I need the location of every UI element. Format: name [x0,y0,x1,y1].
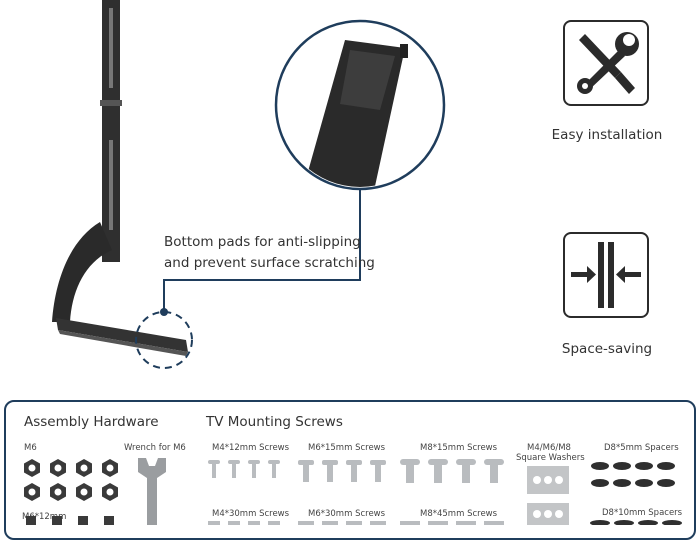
d8x10-label: D8*10mm Spacers [602,508,683,518]
d8x5-spacers [591,462,675,487]
easy-installation-label: Easy installation [551,127,663,143]
d8x5-label: D8*5mm Spacers [604,443,679,453]
screws-row-1 [208,459,504,483]
screws-row-2 [208,521,504,525]
tv-mounting-screws-title: TV Mounting Screws [206,414,343,430]
wrench-label: Wrench for M6 [124,443,186,453]
callout-line-1: Bottom pads for anti-slipping [164,234,361,250]
m6x12-label: M6*12mm [22,512,67,522]
washers-label-2: Square Washers [516,453,585,463]
space-saving-icon [571,242,641,308]
callout-line [163,183,361,312]
stand-bracket [100,0,122,262]
space-saving-tile [563,232,649,318]
callout-dot [160,308,168,316]
easy-installation-tile [563,20,649,106]
wrench-screwdriver-icon [577,32,639,94]
m4x30-label: M4*30mm Screws [212,509,290,519]
m8x15-label: M8*15mm Screws [420,443,498,453]
square-washers [527,466,569,525]
wrench-illustration [138,458,166,525]
d8x10-spacers [590,520,682,525]
m4x12-label: M4*12mm Screws [212,443,290,453]
assembly-hardware-title: Assembly Hardware [24,414,159,430]
space-saving-label: Space-saving [561,341,653,357]
callout-text: Bottom pads for anti-slipping and preven… [164,232,375,274]
m6-label: M6 [24,443,37,453]
callout-line-2: and prevent surface scratching [164,255,375,271]
washers-label-1: M4/M6/M8 [527,443,571,453]
stand-foot [52,222,188,356]
m6x30-label: M6*30mm Screws [308,509,386,519]
m8x45-label: M8*45mm Screws [420,509,498,519]
m6x12-bolts [26,516,114,525]
pad-highlight-circle [135,311,193,369]
product-illustration [52,0,446,369]
hex-nuts [24,459,118,501]
hardware-illustrations [24,458,682,525]
m6x15-label: M6*15mm Screws [308,443,386,453]
zoom-circle [274,19,446,191]
